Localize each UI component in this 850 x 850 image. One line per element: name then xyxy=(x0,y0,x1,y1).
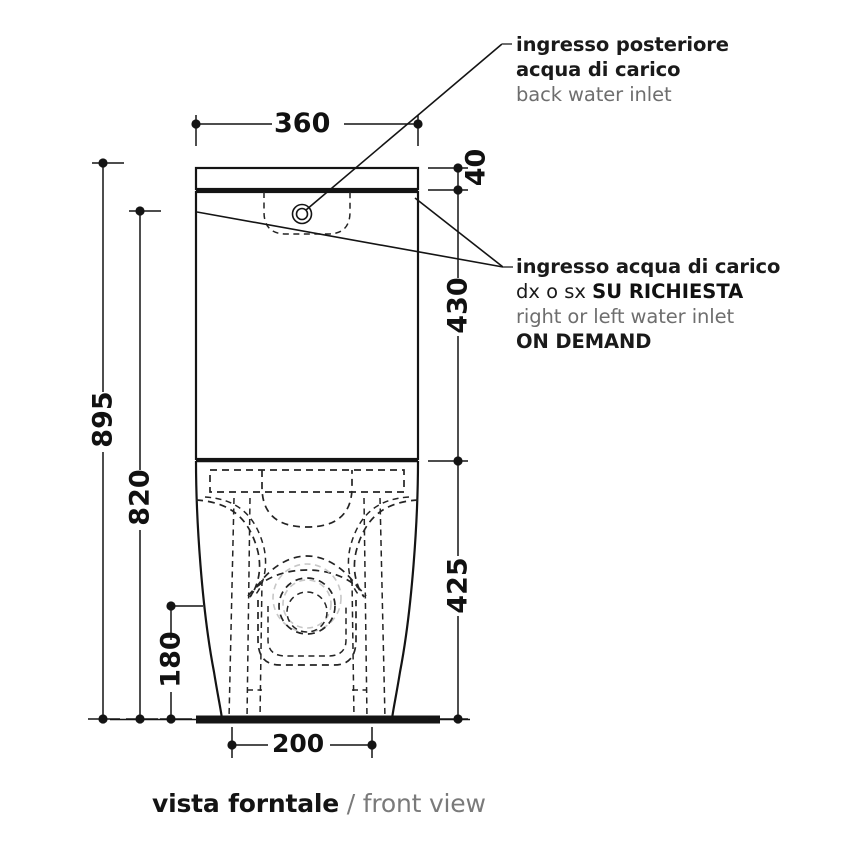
dimension-430 xyxy=(428,190,468,466)
annotation-side-water-inlet: ingresso acqua di carico dx o sx SU RICH… xyxy=(516,255,780,355)
side-inlet-line-4: ON DEMAND xyxy=(516,329,652,353)
dimension-40 xyxy=(428,163,468,195)
view-caption: vista forntale / front view xyxy=(152,789,486,818)
dimension-label-360: 360 xyxy=(274,108,331,139)
caption-italian: vista forntale xyxy=(152,789,339,818)
dimension-820 xyxy=(126,206,161,724)
caption-separator: / xyxy=(339,789,363,818)
back-inlet-line-2: acqua di carico xyxy=(516,57,681,81)
dimension-360 xyxy=(191,115,423,146)
back-inlet-line-3: back water inlet xyxy=(516,82,672,106)
side-inlet-line-2-prefix: dx o sx xyxy=(516,279,593,303)
dimension-label-895: 895 xyxy=(87,391,119,448)
back-water-inlet-detail xyxy=(263,192,351,235)
dimension-label-40: 40 xyxy=(460,148,492,187)
side-inlet-line-2: dx o sx SU RICHIESTA xyxy=(516,280,780,305)
side-inlet-line-1: ingresso acqua di carico xyxy=(516,255,781,278)
bowl-outline xyxy=(194,458,420,720)
dimension-label-425: 425 xyxy=(442,557,474,614)
dimension-180 xyxy=(160,601,203,724)
dimension-895 xyxy=(88,158,124,724)
dimension-label-200: 200 xyxy=(272,729,325,758)
bowl-hidden-geometry xyxy=(195,469,419,720)
dimension-425 xyxy=(428,461,468,724)
side-inlet-line-3: right or left water inlet xyxy=(516,304,735,328)
dimension-label-180: 180 xyxy=(155,631,187,688)
side-inlet-line-2-strong: SU RICHIESTA xyxy=(592,279,744,303)
dimension-label-430: 430 xyxy=(442,277,474,334)
annotation-back-water-inlet: ingresso posteriore acqua di carico back… xyxy=(516,33,729,108)
leader-side-inlets xyxy=(196,197,513,268)
back-inlet-line-1: ingresso posteriore xyxy=(516,33,729,56)
dimension-200 xyxy=(227,727,377,758)
dimension-label-820: 820 xyxy=(124,469,156,526)
caption-english: front view xyxy=(362,789,486,818)
leader-back-inlet xyxy=(305,43,512,211)
